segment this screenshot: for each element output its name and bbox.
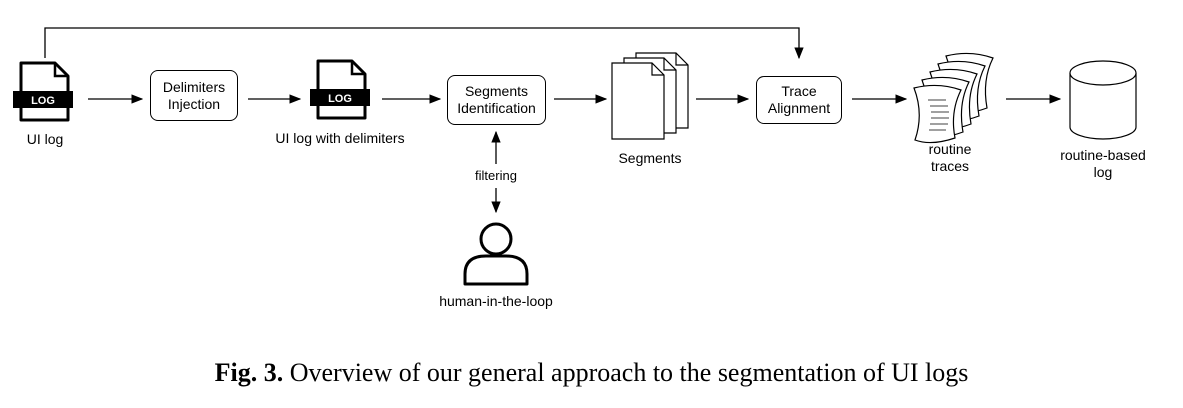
file-log-badge: LOG: [31, 95, 55, 107]
wavy-documents-icon: [913, 52, 994, 144]
file-log-delimiters-badge: LOG: [328, 93, 352, 105]
ui-log-delimiters-label: UI log with delimiters: [275, 130, 405, 146]
routine-based-log-label: routine-based log: [1060, 147, 1146, 180]
delimiters-injection-label: Delimiters Injection: [162, 78, 226, 112]
routine-traces-label: routine traces: [928, 141, 972, 174]
trace-alignment-box: Trace Alignment: [756, 76, 842, 124]
filtering-label: filtering: [475, 168, 517, 183]
file-log-icon: LOG: [13, 61, 73, 122]
delimiters-injection-box: Delimiters Injection: [150, 70, 238, 121]
document-stack-icon: [611, 52, 689, 140]
segments-identification-label: Segments Identification: [457, 83, 536, 116]
figure-caption: Fig. 3. Overview of our general approach…: [0, 358, 1183, 388]
flow-arrows: [44, 27, 1062, 214]
segments-label: Segments: [618, 150, 682, 166]
file-log-delimiters-icon: LOG: [310, 59, 370, 120]
arrow-log-to-alignment: [44, 27, 804, 60]
user-icon: [463, 222, 529, 286]
figure-caption-prefix: Fig. 3.: [214, 358, 284, 387]
trace-alignment-label: Trace Alignment: [767, 83, 831, 116]
segments-identification-box: Segments Identification: [447, 75, 546, 125]
human-in-the-loop-label: human-in-the-loop: [439, 293, 553, 309]
ui-log-label: UI log: [26, 131, 64, 147]
figure-caption-text: Overview of our general approach to the …: [289, 358, 969, 387]
database-cylinder-icon: [1069, 60, 1137, 140]
